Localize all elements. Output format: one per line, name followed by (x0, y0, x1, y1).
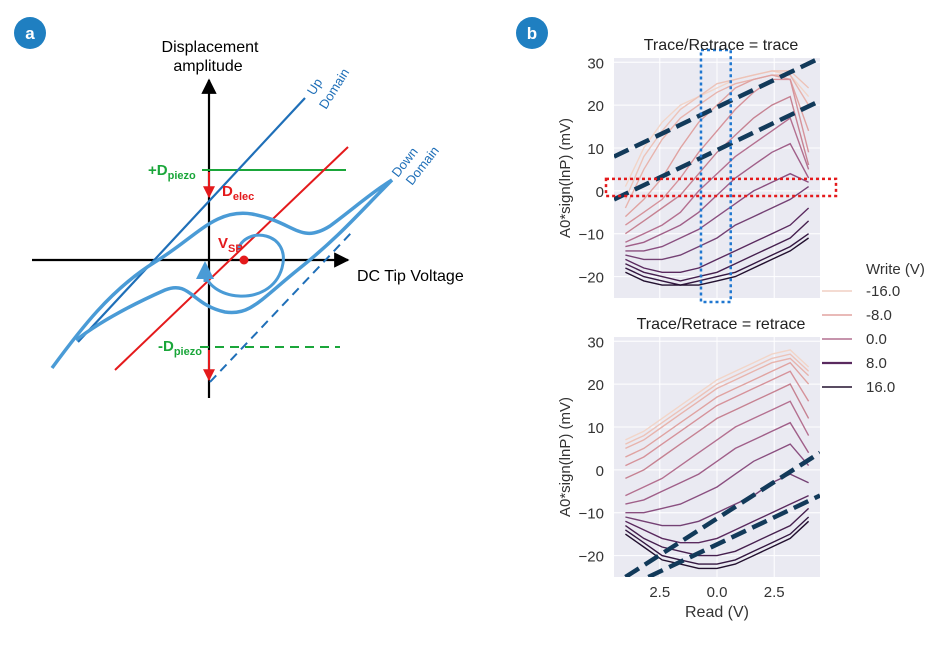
plot-area (624, 349, 820, 577)
y-axis-label: A0*sign(lnP) (mV) (557, 118, 574, 238)
down-domain-dashed-line (209, 231, 353, 383)
series-line (625, 443, 810, 514)
hysteresis-loop-lower (74, 178, 394, 342)
y-tick-label: 10 (587, 420, 604, 437)
series-line (625, 220, 810, 282)
electrostatic-line (114, 146, 349, 371)
legend-label: 8.0 (866, 355, 887, 372)
series-line (625, 172, 809, 252)
series-line (625, 516, 810, 565)
plot-title: Trace/Retrace = retrace (637, 316, 806, 333)
series-line (625, 207, 810, 273)
write-legend: Write (V) -16.0 -8.0 0.0 8.0 16.0 (822, 261, 925, 396)
plot-trace: 30 20 10 0 −10 −20 Trace/Retrace = traceA0*sig… (557, 37, 838, 304)
hysteresis-loop-upper (50, 178, 393, 370)
plot-title: Trace/Retrace = trace (644, 37, 799, 54)
series-line (625, 186, 809, 261)
panel-b-badge-label: b (527, 24, 537, 43)
series-line (624, 70, 810, 200)
y-tick-label: −20 (579, 270, 604, 287)
legend-label: 16.0 (866, 379, 895, 396)
up-domain-line (77, 97, 306, 343)
series-line (625, 361, 810, 458)
fit-dashed-line (624, 450, 820, 577)
series-line (625, 507, 810, 557)
fit-dashed-line (614, 98, 820, 202)
y-tick-label: 0 (596, 463, 604, 480)
x-tick-label: 0.0 (707, 584, 728, 601)
write-window-box (604, 177, 838, 198)
vsp-point (239, 255, 249, 265)
up-domain-label: Up (304, 76, 326, 98)
y-tick-label: −10 (579, 227, 604, 244)
x-axis-label: DC Tip Voltage (357, 268, 464, 285)
legend-title: Write (V) (866, 261, 925, 278)
series-line (625, 95, 810, 235)
series-line (625, 78, 810, 226)
y-tick-label: 20 (587, 98, 604, 115)
y-tick-label: 10 (587, 141, 604, 158)
fit-dashed-line (614, 58, 820, 159)
y-tick-label: 20 (587, 377, 604, 394)
fit-dashed-line (647, 493, 820, 577)
legend-label: -16.0 (866, 283, 900, 300)
plot-area (614, 58, 820, 286)
series-line (625, 237, 810, 286)
y-tick-label: 30 (587, 55, 604, 72)
y-tick-label: 30 (587, 334, 604, 351)
y-tick-label: 0 (596, 184, 604, 201)
y-tick-label: −10 (579, 506, 604, 523)
series-line (625, 233, 810, 286)
vsp-label: VSP (218, 235, 243, 255)
plus-d-piezo-label: +Dpiezo (148, 162, 196, 182)
panel-b: b 30 20 10 0 −10 −20 Trace/Retrace = traceA0*s… (516, 17, 925, 621)
panel-b-badge (516, 17, 548, 49)
panel-a: a Displacement amplitude DC Tip Voltage … (14, 17, 464, 398)
read-window-box (699, 48, 732, 304)
y-tick-label: −20 (579, 549, 604, 566)
y-axis-label-line2: amplitude (173, 58, 242, 75)
series-line (625, 349, 810, 441)
series-line (625, 421, 810, 505)
series-line (624, 74, 810, 209)
series-line (625, 383, 810, 480)
series-line (624, 70, 810, 187)
series-line (625, 400, 810, 497)
x-axis-label-b: Read (V) (685, 604, 749, 621)
series-line (625, 494, 809, 544)
panel-a-badge-label: a (25, 24, 35, 43)
x-tick-label: 2.5 (649, 584, 670, 601)
series-line (625, 353, 810, 445)
series-line (625, 370, 810, 467)
plot-retrace: 30 20 10 0 −10 −20 2.5 0.0 2.5 Trace/Retrace = re… (557, 316, 820, 621)
series-line (625, 357, 810, 450)
legend-label: 0.0 (866, 331, 887, 348)
x-tick-label: 2.5 (764, 584, 785, 601)
minus-d-piezo-label: -Dpiezo (158, 338, 202, 358)
series-line (625, 473, 809, 527)
d-elec-label: Delec (222, 183, 254, 203)
series-line (625, 116, 810, 243)
panel-a-badge (14, 17, 46, 49)
small-spiral-loop (203, 233, 285, 298)
y-axis-label: A0*sign(lnP) (mV) (557, 397, 574, 517)
y-axis-label-line1: Displacement (162, 39, 259, 56)
legend-label: -8.0 (866, 307, 892, 324)
